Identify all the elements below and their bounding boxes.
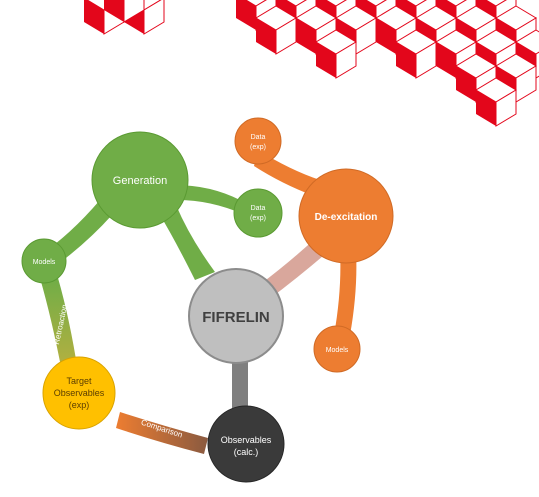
label-data-gen-1: Data	[251, 205, 266, 212]
link-comparison	[116, 412, 208, 454]
link-generation-fifrelin	[160, 205, 215, 280]
link-deex-models	[334, 250, 357, 335]
node-fifrelin	[188, 268, 284, 364]
nodes	[21, 117, 394, 483]
label-target-1: Target	[66, 376, 92, 386]
node-generation	[91, 131, 189, 229]
node-models-left	[21, 238, 67, 284]
link-retroaction	[40, 278, 78, 372]
cube-pattern-decoration	[83, 0, 539, 127]
node-target-observables	[42, 356, 116, 430]
label-models-left: Models	[33, 259, 56, 266]
link-generation-data	[175, 185, 243, 214]
node-deexcitation	[298, 168, 394, 264]
link-fifrelin-deex	[258, 236, 330, 300]
node-data-deexcitation	[234, 117, 282, 165]
label-deexcitation: De-excitation	[315, 212, 378, 223]
label-target-3: (exp)	[69, 400, 90, 410]
label-data-gen-2: (exp)	[250, 215, 266, 222]
link-fifrelin-observables	[232, 360, 248, 412]
node-data-generation	[233, 188, 283, 238]
link-deex-data	[254, 150, 320, 196]
label-target-2: Observables	[54, 388, 105, 398]
label-fifrelin: FIFRELIN	[202, 309, 270, 326]
label-generation: Generation	[113, 175, 167, 187]
label-data-deex-1: Data	[251, 134, 266, 141]
node-models-right	[313, 325, 361, 373]
label-observables-2: (calc.)	[234, 447, 259, 457]
node-observables	[207, 405, 285, 483]
label-models-right: Models	[326, 347, 349, 354]
label-data-deex-2: (exp)	[250, 144, 266, 151]
label-observables-1: Observables	[221, 435, 272, 445]
